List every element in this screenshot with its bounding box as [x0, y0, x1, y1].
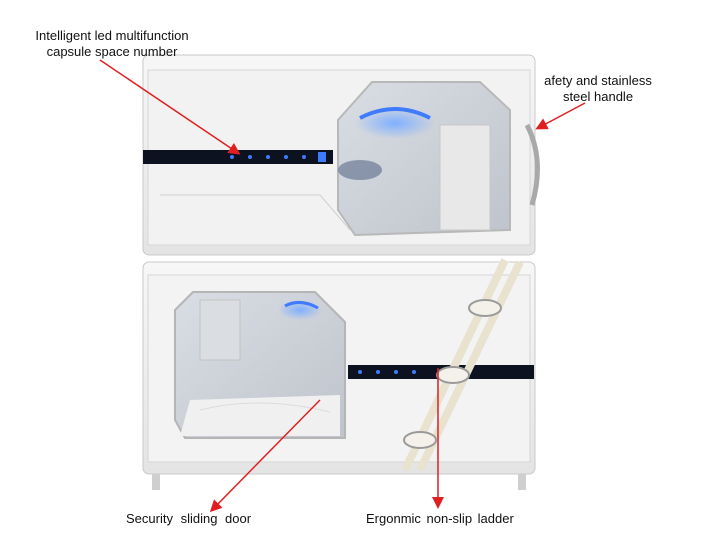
led-callout-line1: Intelligent led multifunction — [35, 28, 189, 43]
handle-callout-label: afety and stainless steel handle — [538, 73, 658, 105]
led-callout-line2: capsule space number — [46, 44, 178, 59]
led-callout-label: Intelligent led multifunction capsule sp… — [28, 28, 196, 60]
ladder-callout-label: Ergonmic non-slip ladder — [366, 511, 514, 526]
lower-capsule — [142, 261, 536, 490]
lower-led-buttons — [358, 370, 416, 374]
ladder-step — [436, 366, 470, 384]
upper-led-buttons — [230, 152, 326, 162]
upper-capsule — [142, 54, 540, 256]
handle-callout-line1: afety and stainless — [544, 73, 652, 88]
steel-handle — [524, 123, 540, 206]
ladder-step — [403, 431, 437, 449]
arrow-led — [99, 59, 241, 155]
ladder-step — [468, 299, 502, 317]
ladder — [401, 258, 524, 472]
callout-arrows — [99, 59, 586, 513]
arrow-handle — [535, 102, 586, 130]
upper-led-panel — [143, 150, 333, 164]
handle-callout-line2: steel handle — [562, 89, 634, 104]
arrow-door — [209, 399, 321, 513]
door-callout-label: Security sliding door — [126, 511, 252, 526]
